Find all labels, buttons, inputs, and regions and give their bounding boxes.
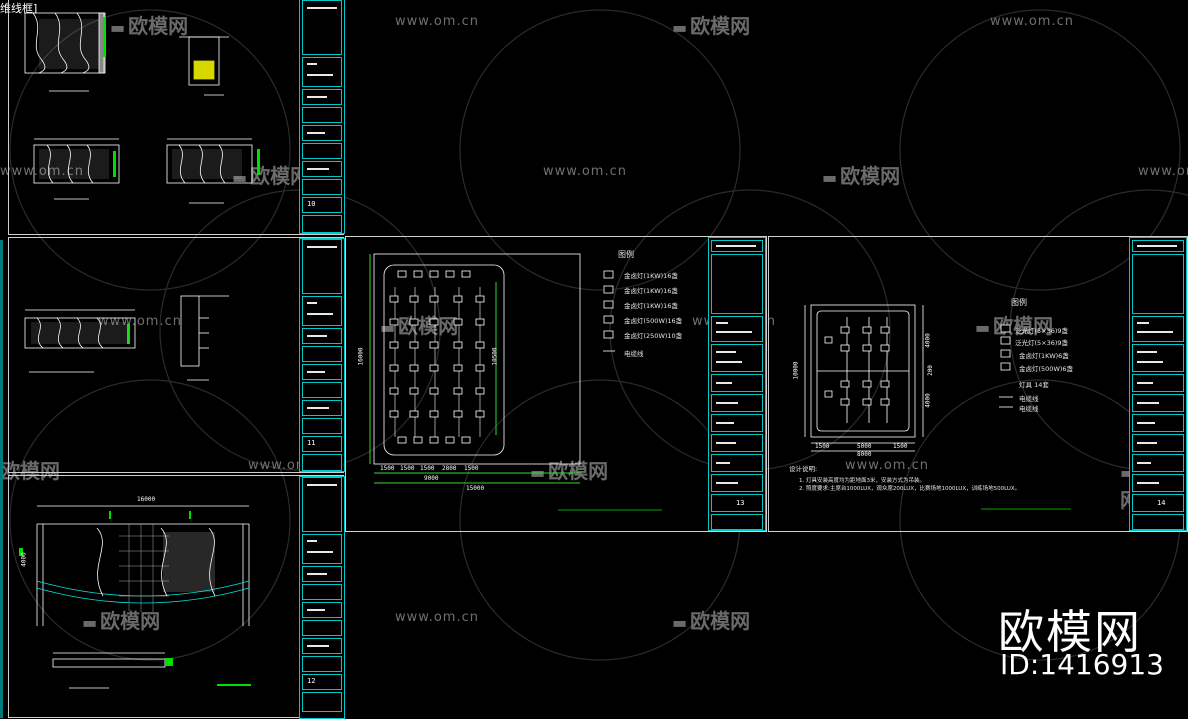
sheet-number: 13 bbox=[736, 499, 745, 507]
dim-label: 2800 bbox=[442, 465, 457, 472]
watermark-url: www.om.cn bbox=[543, 164, 627, 179]
brand-name: 欧模网 bbox=[998, 605, 1142, 659]
legend-item: 电缆线 bbox=[1019, 395, 1039, 403]
lighting-plan-14 bbox=[804, 304, 1071, 510]
watermark-logo: ▬欧模网 bbox=[672, 14, 751, 38]
note-line: 2. 照度要求:主席台1000LUX，观众席200LUX，比赛场地1000LUX… bbox=[799, 486, 1021, 492]
dim-label: 8000 bbox=[857, 451, 872, 458]
watermark-logo: ▬欧模网 bbox=[82, 609, 161, 633]
sofa-icon: ▬ bbox=[672, 613, 688, 632]
sofa-icon: ▬ bbox=[672, 18, 688, 37]
title-block: 14 bbox=[1129, 237, 1187, 531]
watermark-logo: 欧模网 bbox=[0, 459, 60, 483]
sheet-number: 14 bbox=[1157, 499, 1166, 507]
drawing-sheet-14[interactable]: 图例 泛光灯(5×36)9盏 泛光灯(5×36)9盏 金卤灯(1KW)6盏 金卤… bbox=[768, 236, 1188, 532]
dim-left: 4000 bbox=[20, 552, 28, 567]
dim-label: 1500 bbox=[420, 465, 435, 472]
legend-item: 金卤灯(1KW)16盏 bbox=[624, 287, 678, 295]
dim-label: 1500 bbox=[464, 465, 479, 472]
legend-item: 金卤灯(500W)16盏 bbox=[624, 317, 683, 325]
dim-label: 15000 bbox=[466, 485, 485, 492]
title-block: 10 bbox=[299, 0, 345, 234]
dim-label: 1500 bbox=[893, 443, 908, 450]
viewport-title[interactable]: 维线框] bbox=[0, 2, 38, 15]
sofa-icon: ▬ bbox=[530, 463, 546, 482]
title-block: 13 bbox=[708, 237, 766, 531]
sofa-icon: ▬ bbox=[822, 168, 838, 187]
sofa-icon: ▬ bbox=[975, 318, 991, 337]
dim-label: 10500 bbox=[491, 347, 499, 366]
drawing-sheet-13[interactable]: 图例 金卤灯(1KW)16盏 金卤灯(1KW)16盏 金卤灯(1KW)16盏 金… bbox=[345, 236, 767, 532]
dim-label: 1500 bbox=[400, 465, 415, 472]
watermark-url: www.om.cn bbox=[395, 14, 479, 29]
drawing-sheet-10[interactable]: 10 bbox=[8, 0, 345, 235]
drawing-sheet-11[interactable]: 11 bbox=[8, 237, 345, 473]
sheet-10-drawing bbox=[24, 12, 260, 204]
dim-label: 1500 bbox=[380, 465, 395, 472]
watermark-url: www.om.cn bbox=[1138, 164, 1188, 179]
sheet-number: 11 bbox=[307, 439, 316, 447]
brand-id: ID:1416913 bbox=[1000, 648, 1164, 681]
dim-label: 9000 bbox=[424, 475, 439, 482]
watermark-logo: ▬欧模网 bbox=[110, 14, 189, 38]
left-edge-line bbox=[0, 240, 3, 718]
watermark-logo: ▬欧模网 bbox=[672, 609, 751, 633]
dim-label: 5000 bbox=[857, 443, 872, 450]
legend-item: 泛光灯(5×36)9盏 bbox=[1015, 339, 1069, 347]
dim-label: 200 bbox=[926, 365, 934, 376]
sheet-11-drawing bbox=[24, 295, 229, 381]
sheet-12-drawing bbox=[19, 505, 251, 689]
legend-item: 灯具 14套 bbox=[1019, 381, 1049, 389]
watermark-logo: ▬欧模网 bbox=[530, 459, 609, 483]
legend-item: 金卤灯(1KW)6盏 bbox=[1019, 352, 1069, 360]
title-block: 11 bbox=[299, 238, 345, 472]
watermark-url: www.om.cn bbox=[845, 458, 929, 473]
legend-title: 图例 bbox=[1011, 298, 1027, 307]
sofa-icon: ▬ bbox=[82, 613, 98, 632]
sheet-number: 10 bbox=[307, 200, 316, 208]
legend-item: 泛光灯(5×36)9盏 bbox=[1015, 327, 1069, 335]
sheet-number: 12 bbox=[307, 677, 316, 685]
drawing-sheet-12[interactable]: 16000 4000 12 bbox=[8, 475, 345, 719]
watermark-logo: ▬欧模网 bbox=[822, 164, 901, 188]
title-block: 12 bbox=[299, 476, 345, 719]
legend-item: 金卤灯(1KW)16盏 bbox=[624, 302, 678, 310]
legend-item: 电缆线 bbox=[1019, 405, 1039, 413]
watermark-url: www.om.cn bbox=[990, 14, 1074, 29]
note-line: 1. 灯具安装高度均为距地面3米，安装方式为吊装。 bbox=[799, 478, 925, 484]
legend-item: 金卤灯(500W)6盏 bbox=[1019, 365, 1074, 373]
dim-label: 4000 bbox=[924, 333, 932, 348]
sofa-icon: ▬ bbox=[110, 18, 126, 37]
legend-title: 图例 bbox=[618, 250, 634, 259]
dim-label: 4000 bbox=[924, 393, 932, 408]
notes-title: 设计说明: bbox=[789, 465, 818, 473]
lighting-plan-13 bbox=[369, 253, 662, 511]
legend-item: 金卤灯(250W)10盏 bbox=[624, 332, 683, 340]
dim-label: 16000 bbox=[357, 347, 365, 366]
watermark-url: www.om.cn bbox=[0, 164, 84, 179]
dim-top: 16000 bbox=[137, 496, 156, 503]
legend-item: 金卤灯(1KW)16盏 bbox=[624, 272, 678, 280]
dim-label: 10000 bbox=[792, 361, 800, 380]
dim-label: 1500 bbox=[815, 443, 830, 450]
sofa-icon: ▬ bbox=[232, 168, 248, 187]
legend-item: 电缆线 bbox=[624, 350, 644, 358]
watermark-url: www.om.cn bbox=[395, 610, 479, 625]
